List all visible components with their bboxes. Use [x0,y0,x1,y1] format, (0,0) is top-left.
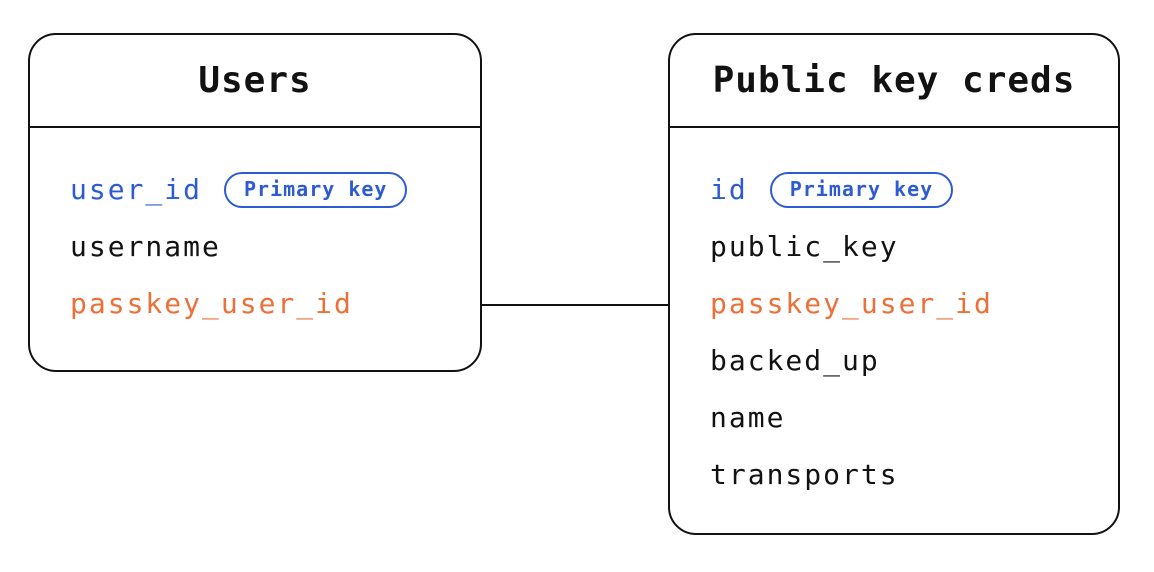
field-row-transports: transports [710,446,1118,503]
field-name: name [710,401,786,434]
table-public-key-creds: Public key creds id Primary key public_k… [668,33,1120,535]
relationship-line [482,304,668,306]
table-users: Users user_id Primary key username passk… [28,33,482,372]
field-name: public_key [710,230,899,263]
table-public-key-creds-body: id Primary key public_key passkey_user_i… [670,128,1118,503]
field-name: user_id [70,173,203,206]
field-row-name: name [710,389,1118,446]
table-users-header: Users [30,35,480,128]
table-users-body: user_id Primary key username passkey_use… [30,128,480,332]
field-row-id: id Primary key [710,161,1118,218]
table-title: Public key creds [712,60,1076,101]
field-row-backed-up: backed_up [710,332,1118,389]
field-row-user-id: user_id Primary key [70,161,480,218]
field-name: passkey_user_id [70,287,353,320]
field-name: backed_up [710,344,880,377]
primary-key-badge: Primary key [224,171,408,208]
table-title: Users [198,60,312,101]
primary-key-badge: Primary key [769,171,954,208]
field-row-passkey-user-id: passkey_user_id [70,275,480,332]
primary-key-badge-label: Primary key [244,176,388,201]
field-name: username [70,230,221,263]
field-row-username: username [70,218,480,275]
field-row-public-key: public_key [710,218,1118,275]
field-row-passkey-user-id: passkey_user_id [710,275,1118,332]
field-name: id [710,173,748,206]
field-name: passkey_user_id [710,287,993,320]
table-public-key-creds-header: Public key creds [670,35,1118,128]
field-name: transports [710,458,899,491]
primary-key-badge-label: Primary key [789,176,934,201]
